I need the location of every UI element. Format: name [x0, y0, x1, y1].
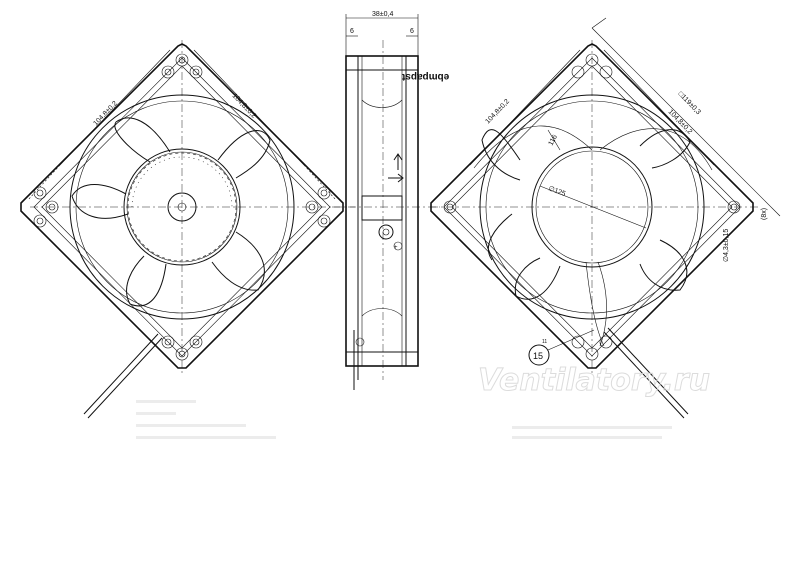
back-hub: [531, 146, 653, 268]
brand-label: ebmpapst: [401, 71, 449, 82]
front-mount-holes: [33, 53, 331, 361]
front-frame-outline: [20, 43, 344, 369]
airflow-arrow-icon: [393, 153, 403, 170]
front-venturi-ring: [69, 94, 295, 320]
back-blades: [481, 129, 691, 300]
back-dim-hole-count: (8x): [761, 208, 768, 220]
watermark: Ventilatory.ru: [478, 363, 710, 398]
back-cable: [603, 327, 689, 419]
side-dim-flange-right: 6: [410, 28, 414, 35]
back-venturi-ring: [479, 94, 705, 320]
front-dim-top-right: 104,8±0,2: [231, 93, 258, 120]
back-dim-hub-dia: ∅125: [547, 185, 566, 198]
back-frame-outline: [430, 43, 754, 369]
side-view: + ebmpapst 38±0,4 6 6: [332, 11, 449, 390]
side-dim-width: 38±0,4: [372, 11, 393, 18]
back-dim-blade: 116: [548, 134, 559, 147]
callout-balloon: [528, 344, 550, 366]
callout-number: 15: [533, 351, 543, 361]
back-dim-top-left: 104,8±0,2: [484, 98, 511, 125]
side-dim-flange-left: 6: [350, 28, 354, 35]
callout-sup: 11: [542, 339, 547, 345]
front-view: 104,8±0,2 104,8±0,2: [20, 40, 355, 439]
svg-text:+: +: [394, 245, 398, 251]
front-hub: [123, 148, 241, 266]
rotation-arrow-icon: [388, 173, 404, 183]
side-body-outline: [345, 55, 419, 367]
back-mount-holes: [443, 53, 741, 361]
front-cable: [83, 333, 163, 419]
back-dim-square: □119±0,3: [677, 91, 702, 117]
front-blades: [71, 117, 271, 307]
back-dim-hole: ∅4,3±0,15: [723, 229, 730, 262]
